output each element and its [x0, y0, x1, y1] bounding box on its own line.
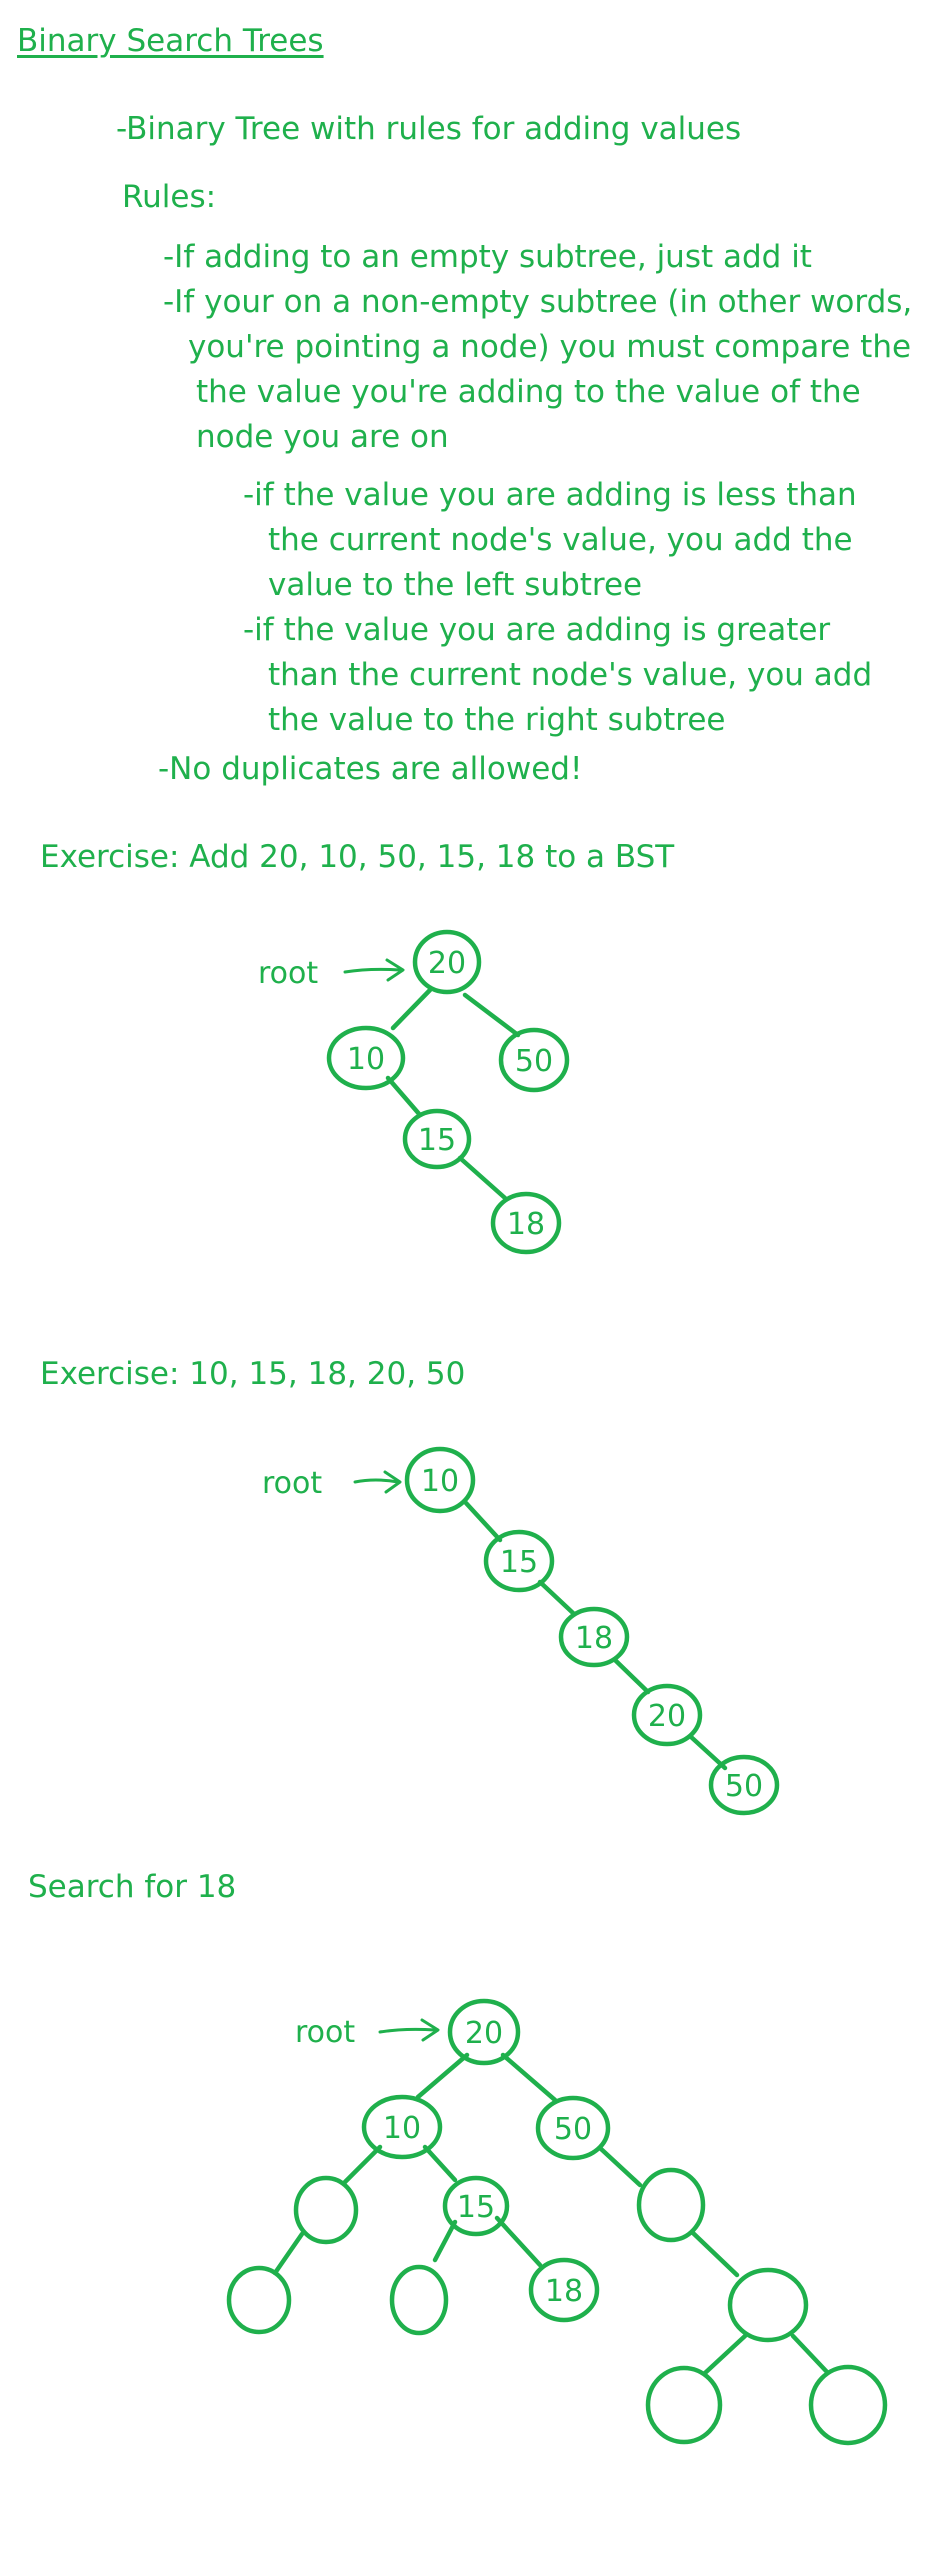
bst-node: 15	[442, 2175, 510, 2237]
svg-text:20: 20	[648, 1699, 686, 1734]
svg-text:50: 50	[725, 1769, 763, 1804]
bst-node: 10	[361, 2094, 443, 2160]
tree-edge	[457, 1155, 508, 1201]
arrow-icon	[378, 2018, 440, 2042]
empty-node	[727, 2267, 809, 2343]
tree-edge	[385, 1075, 423, 1118]
bst-node: 50	[708, 1754, 780, 1816]
bst-node: 18	[528, 2257, 600, 2323]
search-tree-diagram: root 20 10 50 15 18	[226, 1998, 888, 2446]
rules-heading: Rules:	[122, 179, 217, 215]
rule-nonempty-line-1: -If your on a non-empty subtree (in othe…	[163, 284, 913, 320]
bst-node: 15	[483, 1529, 555, 1593]
rule-greater-line-1: -if the value you are adding is greater	[243, 612, 831, 648]
tree-edge	[422, 2144, 458, 2183]
search-heading: Search for 18	[28, 1869, 237, 1905]
tree-edge	[537, 1579, 576, 1616]
svg-text:50: 50	[554, 2112, 592, 2147]
rule-less-line-3: value to the left subtree	[268, 567, 643, 603]
rule-greater-line-2: than the current node's value, you add	[268, 657, 873, 693]
bst-node: 50	[498, 1027, 570, 1093]
bst-node: 20	[412, 929, 482, 995]
bst-node: 20	[447, 1998, 521, 2066]
svg-text:18: 18	[507, 1207, 545, 1242]
tree-edge	[390, 987, 433, 1031]
rule-nonempty-line-4: node you are on	[196, 419, 449, 455]
svg-text:15: 15	[457, 2190, 495, 2225]
bst-node: 18	[558, 1606, 630, 1668]
arrow-icon	[353, 1470, 402, 1494]
svg-text:15: 15	[500, 1545, 538, 1580]
bst-node: 20	[631, 1683, 703, 1747]
tree-edge	[462, 992, 521, 1038]
bst-node: 10	[404, 1446, 476, 1514]
tree-edge	[463, 1500, 503, 1543]
tree-edge	[690, 2230, 740, 2278]
bst-node: 10	[326, 1025, 406, 1091]
rule-less-line-1: -if the value you are adding is less tha…	[243, 477, 857, 513]
tree-edge	[612, 1657, 651, 1695]
exercise2-root-label: root	[262, 1466, 322, 1501]
tree-edge	[790, 2333, 830, 2375]
bst-node: 18	[490, 1191, 562, 1255]
rule-nonempty-line-3: the value you're adding to the value of …	[196, 374, 861, 410]
tree-edge	[702, 2333, 748, 2376]
empty-node	[226, 2265, 292, 2335]
bst-definition: -Binary Tree with rules for adding value…	[116, 111, 742, 147]
svg-text:15: 15	[418, 1123, 456, 1158]
svg-text:18: 18	[545, 2274, 583, 2309]
svg-text:10: 10	[421, 1464, 459, 1499]
svg-text:10: 10	[347, 1042, 385, 1077]
search-root-label: root	[295, 2015, 355, 2050]
tree-edge	[342, 2144, 383, 2185]
bst-node: 50	[535, 2095, 611, 2161]
bst-node: 15	[402, 1108, 472, 1170]
rule-greater-line-3: the value to the right subtree	[268, 702, 726, 738]
page-title: Binary Search Trees	[17, 23, 324, 59]
empty-node	[293, 2175, 359, 2245]
tree-edge	[687, 1733, 728, 1771]
empty-node	[389, 2264, 449, 2336]
tree-edge	[272, 2231, 305, 2276]
rule-nonempty-line-2: you're pointing a node) you must compare…	[188, 329, 912, 365]
rule-less-line-2: the current node's value, you add the	[268, 522, 853, 558]
svg-text:20: 20	[428, 946, 466, 981]
rule-empty-subtree: -If adding to an empty subtree, just add…	[163, 239, 812, 275]
svg-text:20: 20	[465, 2016, 503, 2051]
svg-text:18: 18	[575, 1621, 613, 1656]
exercise2-heading: Exercise: 10, 15, 18, 20, 50	[40, 1356, 466, 1392]
svg-text:50: 50	[515, 1044, 553, 1079]
tree-edge	[415, 2052, 470, 2100]
tree-edge	[494, 2215, 543, 2268]
tree-edge	[500, 2052, 558, 2103]
exercise1-tree-diagram: root 20 10 50 15 18	[258, 929, 570, 1255]
empty-node	[636, 2167, 706, 2243]
arrow-icon	[343, 958, 405, 982]
rule-no-duplicates: -No duplicates are allowed!	[158, 751, 583, 787]
empty-node	[645, 2365, 723, 2445]
exercise2-tree-diagram: root 10 15 18 20 50	[262, 1446, 780, 1816]
tree-edge	[597, 2145, 643, 2188]
svg-text:10: 10	[383, 2111, 421, 2146]
tree-edge	[432, 2219, 458, 2263]
empty-node	[808, 2364, 888, 2446]
exercise1-heading: Exercise: Add 20, 10, 50, 15, 18 to a BS…	[40, 839, 675, 875]
exercise1-root-label: root	[258, 956, 318, 991]
